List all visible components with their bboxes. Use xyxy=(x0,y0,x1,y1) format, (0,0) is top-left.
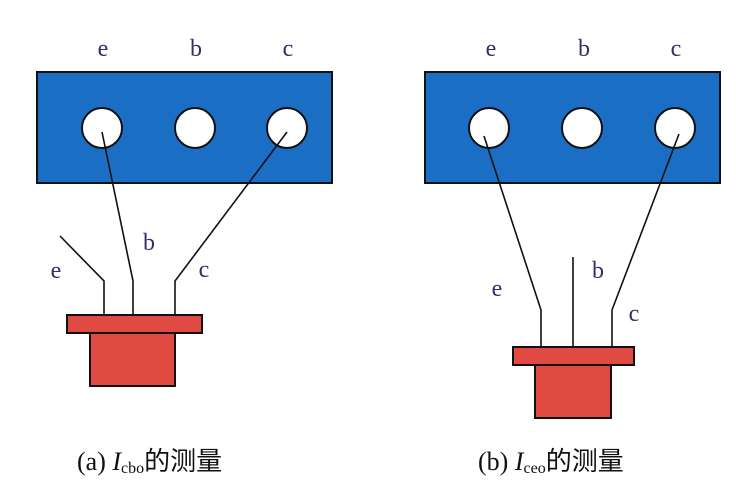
panel-b-lead-label-b: b xyxy=(592,258,604,284)
panel-a-lead-label-c: c xyxy=(199,257,210,283)
panel-a-caption-suffix: 的测量 xyxy=(144,447,222,476)
panel-a-lead-b xyxy=(101,131,134,316)
panel-a-socket-label-c: c xyxy=(283,36,294,62)
panel-b-lead-e xyxy=(483,135,542,348)
panel-a-transistor-rim xyxy=(66,314,203,334)
panel-b-socket-hole-b xyxy=(561,107,603,149)
panel-a: e b c e b c (a) Icbo的测量 xyxy=(36,36,333,477)
panel-a-lead-label-e: e xyxy=(51,258,62,284)
panel-b-socket-hole-c xyxy=(654,107,696,149)
panel-a-socket-hole-e xyxy=(81,107,123,149)
panel-b: e b c e b c (b) Iceo的测量 xyxy=(424,36,721,477)
panel-b-caption-subscript: ceo xyxy=(524,460,546,477)
panel-a-transistor-body xyxy=(89,332,176,387)
panel-b-caption: (b) Iceo的测量 xyxy=(478,447,624,477)
panel-b-caption-suffix: 的测量 xyxy=(546,447,624,476)
panel-a-socket-hole-c xyxy=(266,107,308,149)
panel-a-caption-prefix: (a) xyxy=(77,447,112,476)
panel-b-transistor-body xyxy=(534,364,612,419)
panel-a-lead-e xyxy=(59,235,105,316)
panel-b-socket-label-c: c xyxy=(671,36,682,62)
panel-a-caption: (a) Icbo的测量 xyxy=(77,447,222,477)
panel-a-lead-c xyxy=(174,131,288,316)
panel-b-caption-prefix: (b) xyxy=(478,447,515,476)
panel-b-socket-hole-e xyxy=(468,107,510,149)
panel-b-lead-label-e: e xyxy=(492,276,503,302)
panel-b-socket-label-e: e xyxy=(486,36,497,62)
panel-a-caption-subscript: cbo xyxy=(121,460,144,477)
panel-a-socket-label-e: e xyxy=(98,36,109,62)
panel-a-socket-label-b: b xyxy=(190,36,202,62)
panel-b-lead-c xyxy=(611,133,680,348)
panel-a-lead-label-b: b xyxy=(143,230,155,256)
panel-a-socket-hole-b xyxy=(174,107,216,149)
panel-b-lead-label-c: c xyxy=(629,301,640,327)
panel-b-transistor-rim xyxy=(512,346,635,366)
panel-b-caption-symbol: I xyxy=(514,447,525,476)
panel-a-caption-symbol: I xyxy=(111,447,122,476)
panel-b-socket-label-b: b xyxy=(578,36,590,62)
